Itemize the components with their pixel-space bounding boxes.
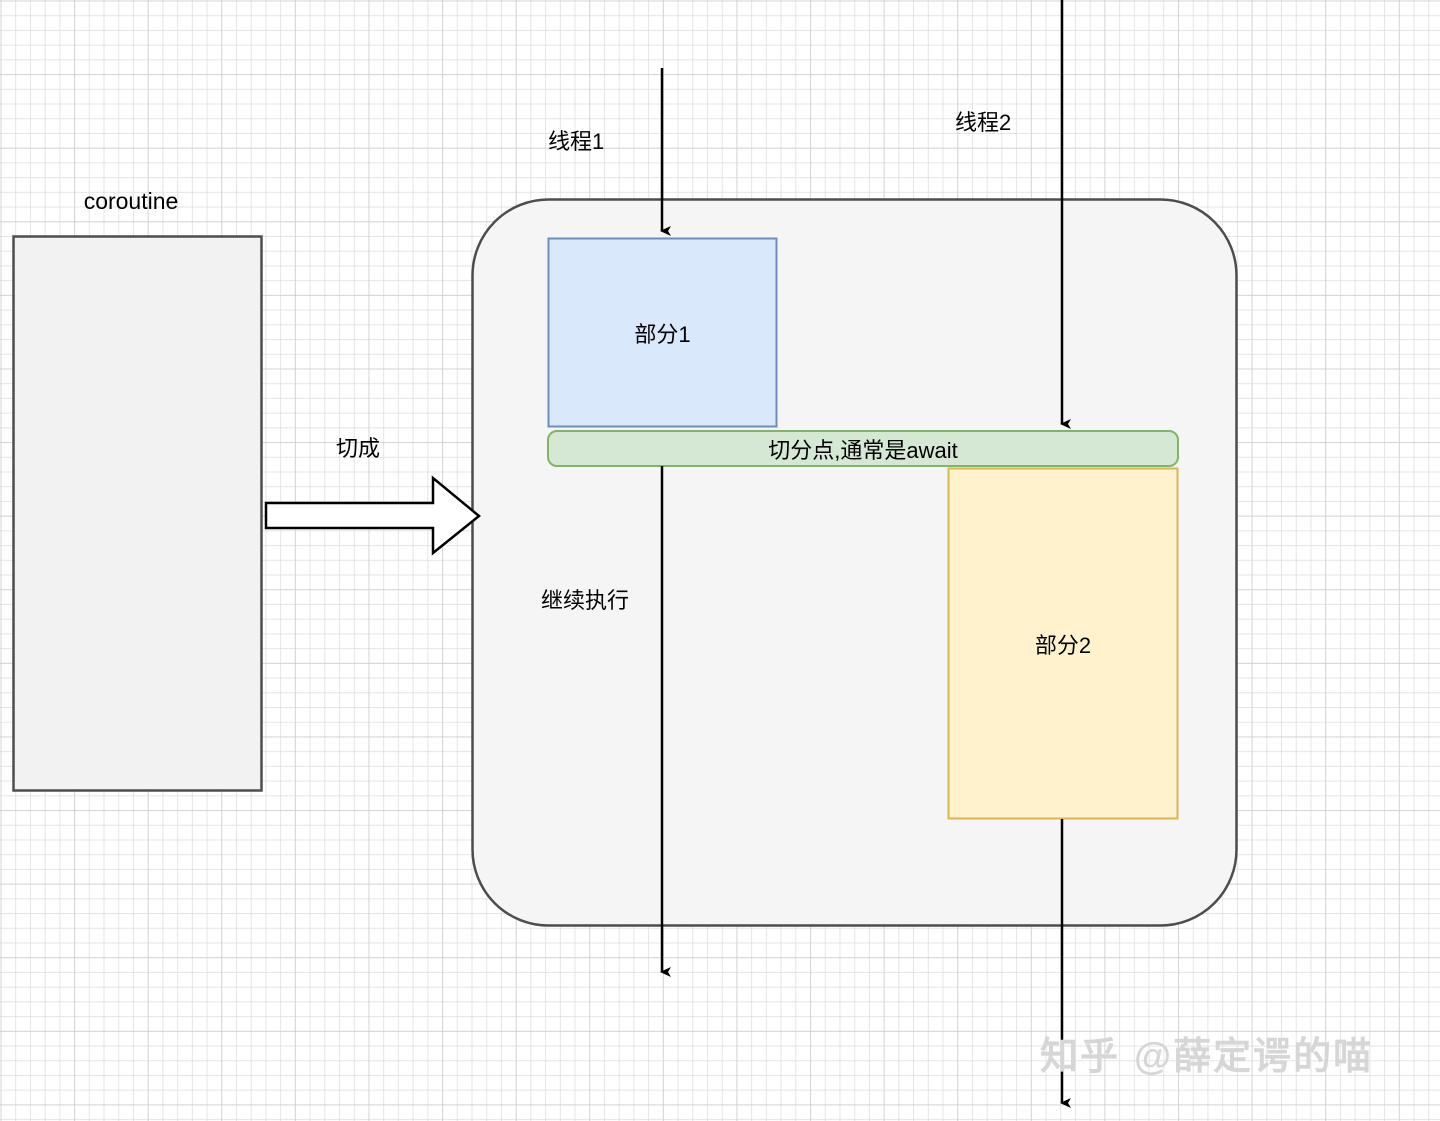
- coroutine-box-label: coroutine: [83, 188, 179, 214]
- thread2-label: 线程2: [955, 110, 1012, 135]
- split-arrow-label: 切成: [335, 436, 380, 461]
- part1-box[interactable]: [547, 237, 778, 428]
- continue-execution-label: 继续执行: [540, 588, 629, 613]
- coroutine-box[interactable]: [12, 235, 263, 792]
- split-block-arrow: [264, 475, 481, 556]
- split-point-bar[interactable]: [547, 430, 1179, 467]
- part2-box[interactable]: [947, 467, 1179, 820]
- thread1-label: 线程1: [548, 129, 605, 154]
